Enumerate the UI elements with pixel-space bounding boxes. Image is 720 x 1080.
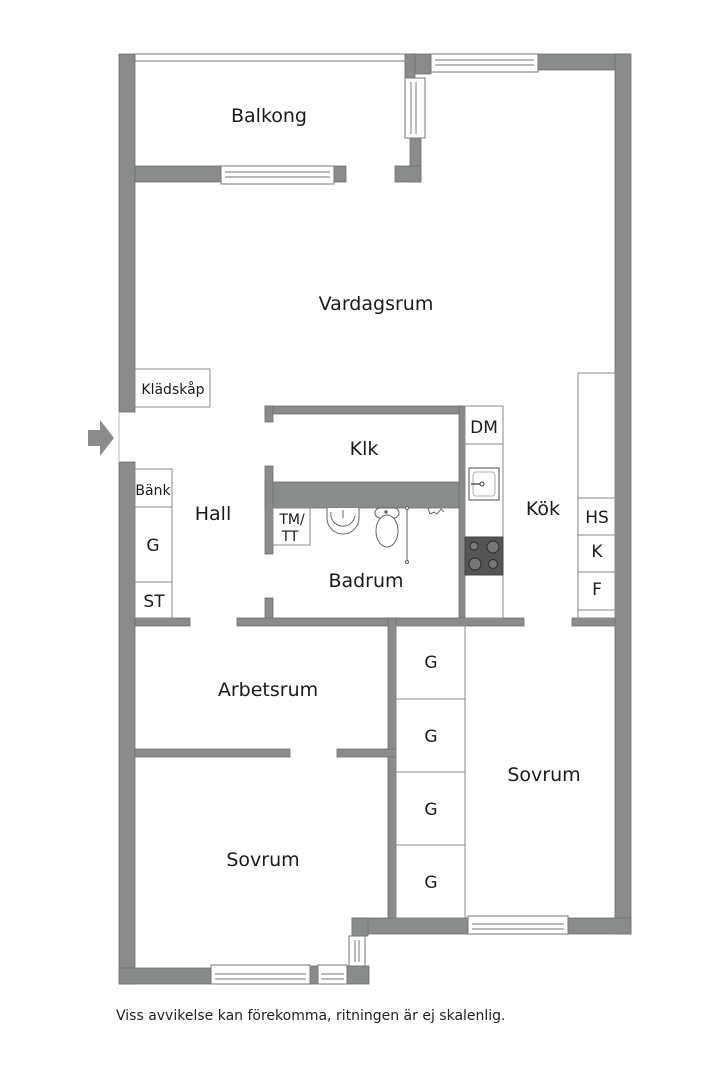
wall-balcony-corner-top2 (404, 53, 416, 79)
wall-arbetsrum-bottom-right (336, 748, 397, 758)
kladskap-box (134, 368, 211, 408)
wall-klk-stub (264, 405, 274, 423)
wall-left-lower (118, 461, 136, 985)
room-label-vardagsrum: Vardagsrum (319, 293, 434, 315)
room-label-badrum: Badrum (328, 570, 403, 592)
label-dm: DM (470, 418, 498, 438)
label-wardrobe-4: G (424, 873, 437, 893)
wall-balcony-right-foot (394, 165, 422, 183)
window-top-living (430, 53, 539, 73)
hall-g-box (134, 506, 173, 583)
label-kladskap: Klädskåp (141, 381, 204, 398)
wall-bath-kitchen (458, 405, 466, 623)
room-label-arbetsrum: Arbetsrum (218, 679, 318, 701)
label-wardrobe-1: G (424, 653, 437, 673)
wall-left-upper (118, 53, 136, 413)
windows (210, 53, 569, 985)
room-label-sovrum-right: Sovrum (507, 764, 580, 786)
label-hs: HS (585, 508, 609, 528)
label-f: F (592, 580, 602, 600)
shower-icon (405, 506, 445, 564)
bank-box (134, 468, 173, 508)
wall-bottom-left-a (118, 967, 212, 985)
wall-balcony-bottom-right (333, 165, 347, 183)
balcony-rail (134, 53, 406, 62)
washbasin-icon (326, 508, 360, 535)
wall-bottom-mullion (309, 965, 319, 985)
room-label-hall: Hall (195, 503, 232, 525)
tm-tt-box (272, 507, 311, 546)
wall-hall-bottom-right (571, 617, 616, 627)
wall-hall-bottom-left (134, 617, 191, 627)
kitchen-sink-icon (468, 467, 500, 501)
room-label-sovrum-left: Sovrum (226, 849, 299, 871)
wall-step-corner (351, 917, 369, 937)
wall-right (614, 53, 632, 935)
wall-bottom-corner (346, 965, 370, 985)
disclaimer-caption: Viss avvikelse kan förekomma, ritningen … (116, 1008, 506, 1024)
wall-sovrum-right (387, 756, 397, 919)
wall-bottom-right-bedroom-b (567, 917, 632, 935)
entrance-arrow-icon (88, 420, 114, 456)
st-box (134, 581, 173, 619)
toilet-icon (374, 507, 400, 548)
window-balcony-door (220, 165, 335, 185)
fixtures (134, 368, 616, 919)
room-labels: Balkong Vardagsrum Klk Hall Kök Badrum A… (195, 105, 581, 871)
fixture-labels: Klädskåp Bänk G ST TM/ TT DM HS K F G G … (135, 381, 608, 893)
wall-arbetsrum-bottom-left (134, 748, 291, 758)
walls (118, 53, 632, 985)
wall-hall-bottom-mid (236, 617, 525, 627)
room-label-klk: Klk (350, 438, 379, 460)
balcony-outline (134, 53, 406, 62)
wall-bottom-right-bedroom-a (351, 917, 469, 935)
label-k: K (591, 542, 603, 562)
label-tm: TM/ (278, 512, 305, 528)
room-label-kok: Kök (526, 498, 560, 520)
room-label-balkong: Balkong (231, 105, 307, 127)
kitchen-column-right (577, 372, 616, 619)
wall-badrum-left-upper (264, 465, 274, 555)
wall-balcony-bottom-left (134, 165, 222, 183)
kitchen-counter-left (464, 405, 504, 619)
label-wardrobe-2: G (424, 727, 437, 747)
wall-klk-top (264, 405, 466, 415)
label-st: ST (143, 592, 165, 612)
wall-klk-badrum (264, 481, 466, 509)
label-tt: TT (281, 529, 299, 545)
window-step-vertical (348, 935, 366, 967)
stove-icon (464, 536, 504, 576)
window-bedroom-right (467, 915, 569, 935)
label-bank: Bänk (135, 483, 171, 499)
entrance (88, 412, 120, 462)
wall-badrum-left-lower (264, 597, 274, 621)
label-hall-g: G (146, 536, 159, 556)
window-balcony-side (404, 77, 426, 139)
label-wardrobe-3: G (424, 800, 437, 820)
